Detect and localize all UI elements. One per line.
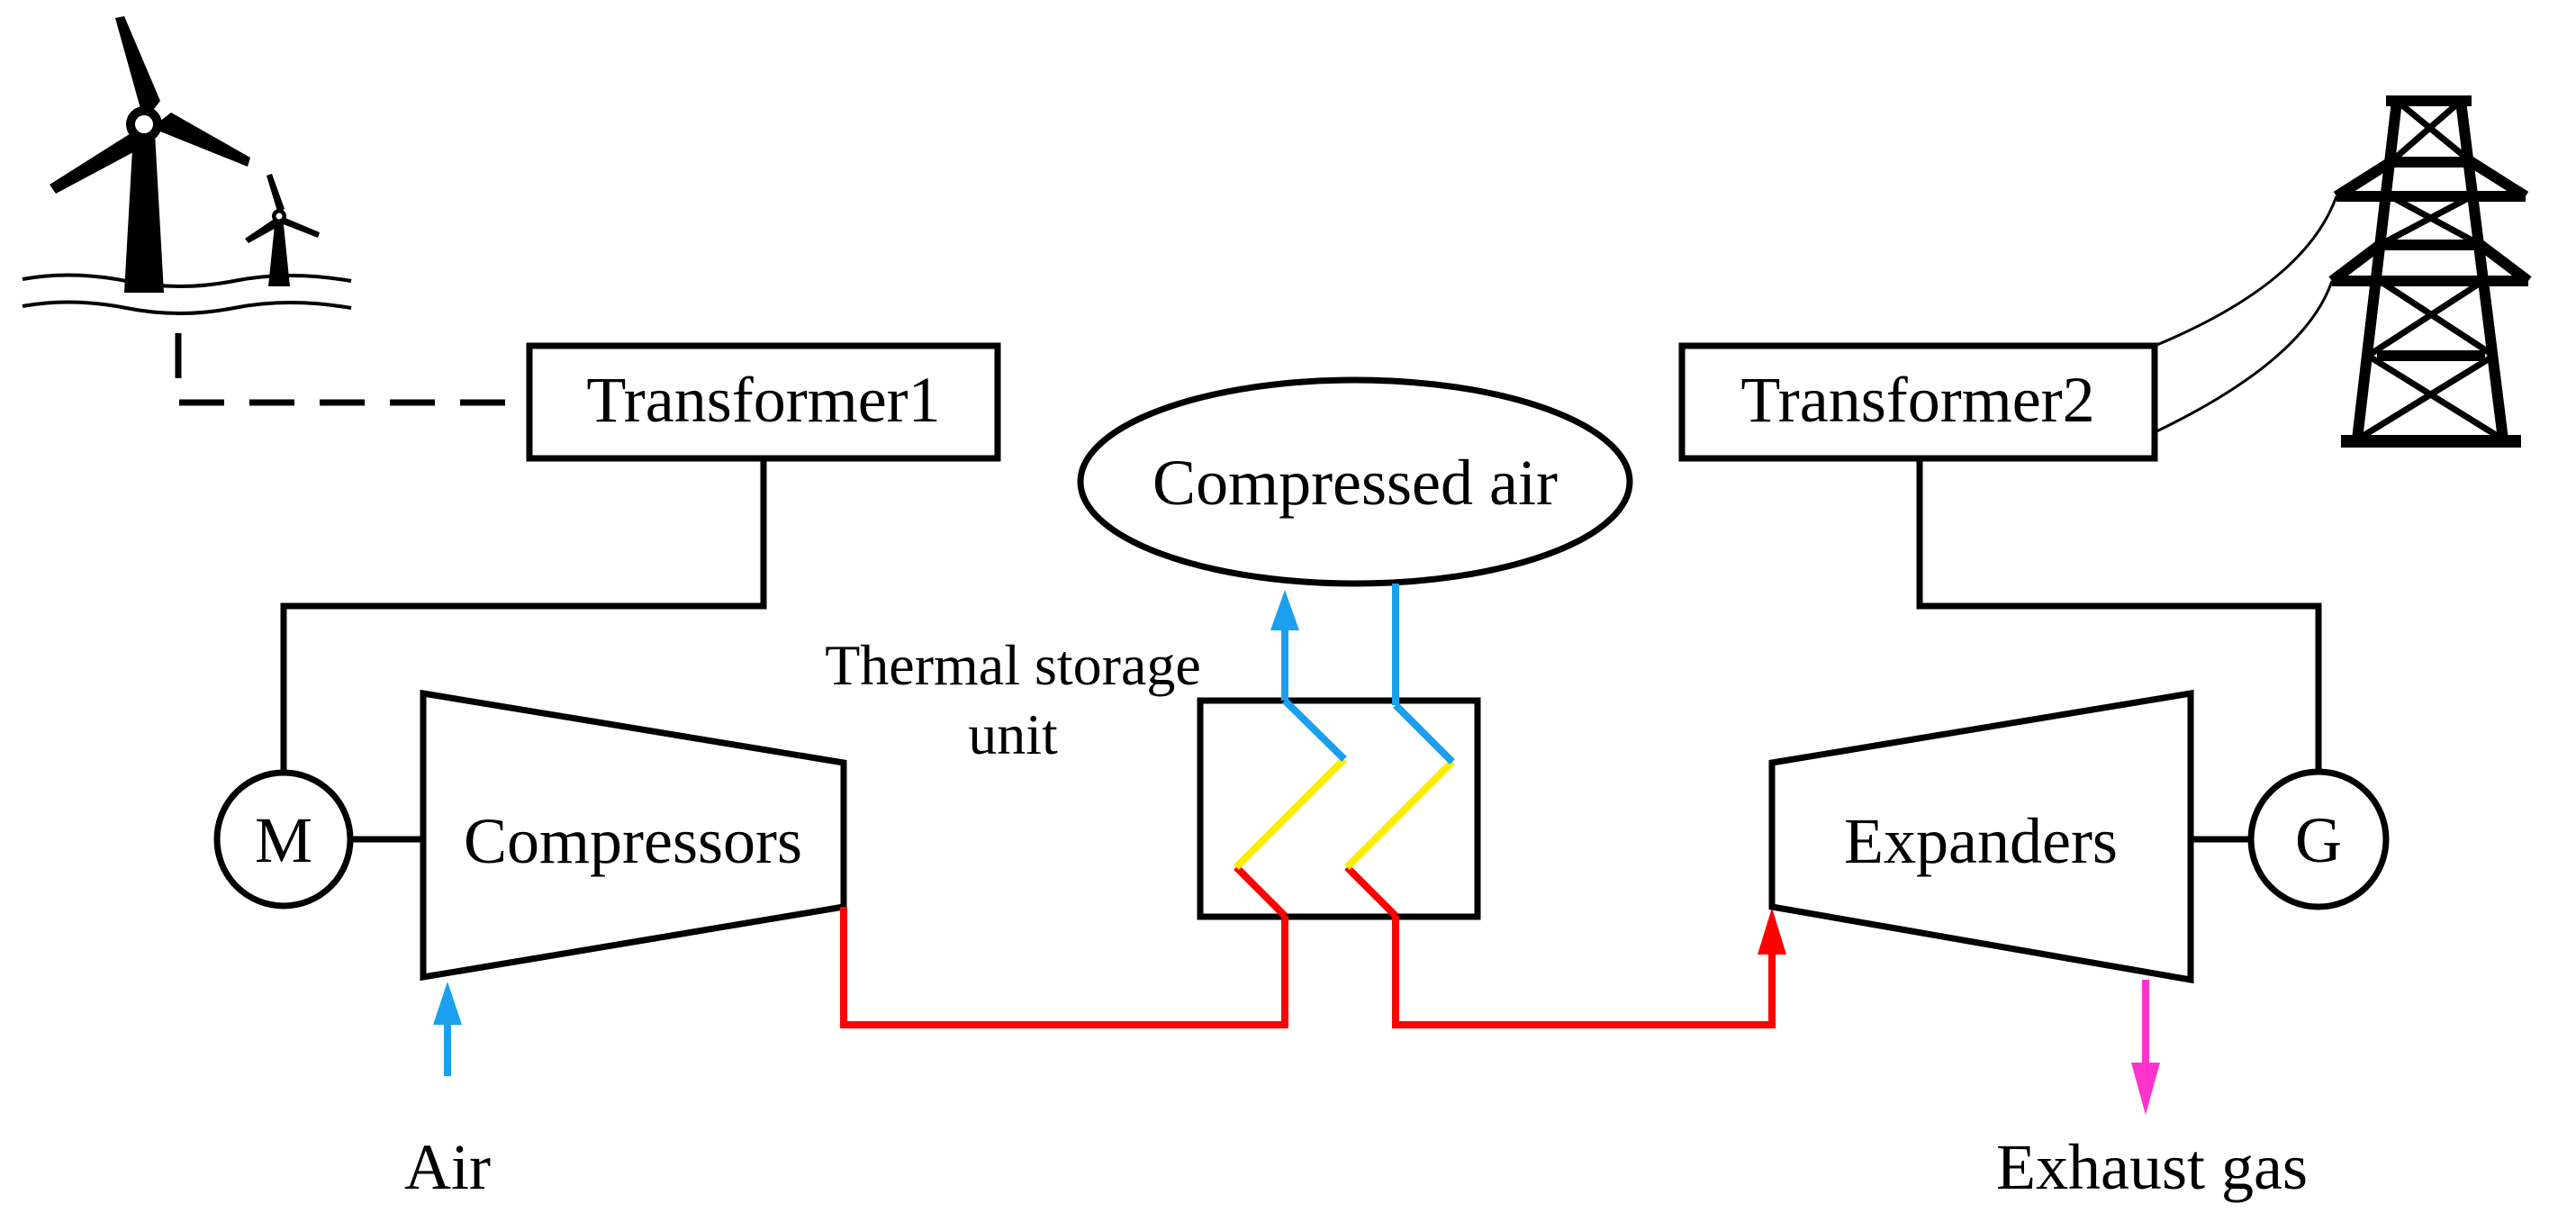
transformer1-label: Transformer1	[586, 364, 940, 436]
air-label: Air	[404, 1131, 491, 1203]
exhaust-arrowhead	[2131, 1063, 2160, 1115]
expander-inlet-arrowhead	[1758, 908, 1786, 955]
wind-turbine-icon	[22, 16, 352, 315]
to-reservoir-arrowhead	[1270, 590, 1299, 630]
expanders-block	[1768, 689, 2194, 984]
generator-label: G	[2295, 804, 2342, 876]
transmission-tower-icon	[2328, 95, 2532, 448]
compressors-label: Compressors	[464, 805, 802, 877]
wind-to-transformer1-line	[175, 333, 529, 406]
thermal-storage-label-line1: Thermal storage	[825, 633, 1201, 697]
thermal-storage-box	[1197, 697, 1481, 920]
transformer2-box	[1678, 342, 2158, 462]
hot-air-expander-pipe	[1392, 916, 1776, 1028]
heat-exchanger-coils	[1234, 698, 1455, 919]
transformer2-to-grid-line-1	[2154, 195, 2338, 348]
air-inlet-arrowhead	[433, 982, 462, 1025]
motor-label: M	[255, 804, 312, 876]
exhaust-gas-label: Exhaust gas	[1996, 1131, 2308, 1203]
hot-air-compressor-pipe	[840, 907, 1288, 1028]
transformer1-to-motor-wire	[280, 458, 767, 776]
compressed-air-label: Compressed air	[1152, 447, 1558, 519]
transformer2-label: Transformer2	[1740, 364, 2094, 436]
compressed-air-reservoir	[1077, 376, 1633, 587]
transformer1-box	[526, 342, 1001, 462]
generator-to-transformer2-wire	[1916, 458, 2322, 772]
thermal-storage-label-line2: unit	[968, 702, 1058, 766]
transformer2-to-grid-line-2	[2154, 280, 2334, 434]
expanders-label: Expanders	[1844, 805, 2118, 877]
